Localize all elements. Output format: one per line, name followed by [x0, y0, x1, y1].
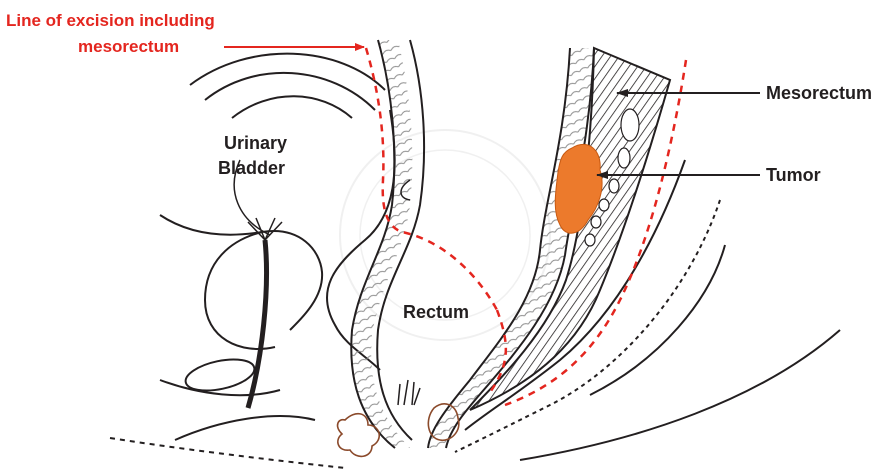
bladder-label-line-2: Bladder — [218, 158, 285, 178]
mesorectum-label: Mesorectum — [766, 83, 872, 103]
rectum-label: Rectum — [403, 302, 469, 322]
sacrum — [455, 160, 840, 460]
perineum-line — [110, 438, 345, 468]
bladder-label-line-1: Urinary — [224, 133, 287, 153]
excision-label-line-1: Line of excision including — [6, 11, 215, 30]
excision-label-line-2: mesorectum — [78, 37, 179, 56]
tumor-label: Tumor — [766, 165, 821, 185]
prostate-region — [160, 354, 315, 440]
anal-canal — [398, 380, 420, 405]
urethra — [248, 218, 282, 408]
